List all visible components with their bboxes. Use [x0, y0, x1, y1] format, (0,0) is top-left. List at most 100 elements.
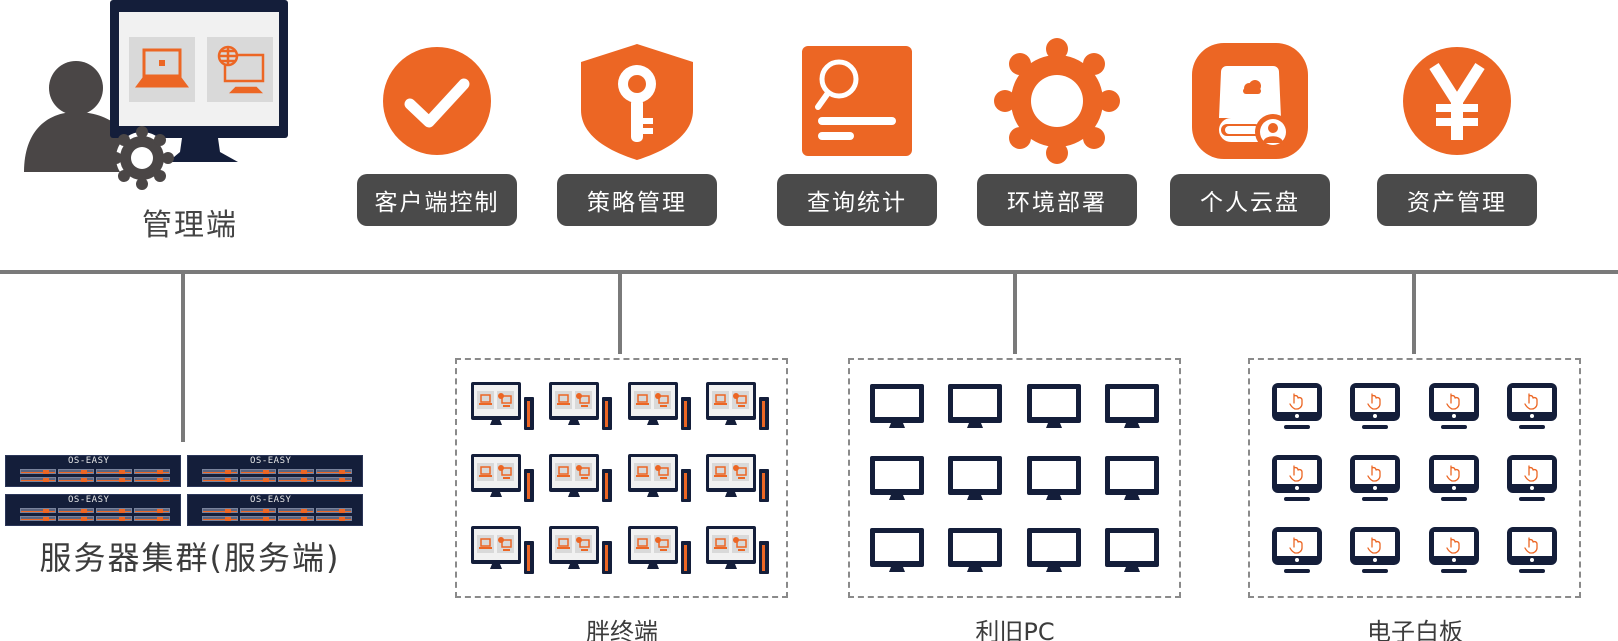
network-bus-line	[0, 270, 1618, 274]
drive-bay	[316, 516, 352, 521]
server-rack: OS-EASY	[5, 494, 181, 526]
connector-servers	[181, 274, 185, 442]
feature-label: 个人云盘	[1170, 174, 1330, 226]
admin-label: 管理端	[142, 208, 238, 243]
monitor-icon	[858, 370, 936, 442]
connector-fat-client	[618, 274, 622, 354]
group-fat-client	[455, 358, 788, 598]
server-brand: OS-EASY	[250, 495, 292, 505]
drive-bay	[58, 516, 94, 521]
feature-label: 查询统计	[777, 174, 937, 226]
group-label-legacy-pc: 利旧PC	[975, 618, 1055, 641]
fat-client-icon	[622, 514, 700, 586]
drive-bay	[202, 516, 238, 521]
touch-screen-icon	[1336, 514, 1414, 586]
server-cluster-label: 服务器集群(服务端)	[39, 539, 341, 577]
drive-bay	[240, 516, 276, 521]
drive-bay	[240, 508, 276, 513]
touch-screen-icon	[1258, 514, 1336, 586]
admin-node	[20, 0, 300, 195]
touch-screen-icon	[1493, 514, 1571, 586]
touch-screen-icon	[1415, 442, 1493, 514]
fat-client-icon	[543, 442, 621, 514]
cloud-drive-icon	[1170, 38, 1330, 163]
drive-bay	[278, 516, 314, 521]
drive-bay	[20, 477, 56, 482]
feature-policy-management[interactable]: 策略管理	[557, 38, 717, 228]
touch-screen-icon	[1415, 514, 1493, 586]
feature-label: 环境部署	[977, 174, 1137, 226]
feature-personal-cloud-drive[interactable]: 个人云盘	[1170, 38, 1330, 228]
monitor-icon	[858, 514, 936, 586]
monitor-icon	[1093, 442, 1171, 514]
server-rack: OS-EASY	[187, 455, 363, 487]
search-report-icon	[777, 38, 937, 163]
drive-bay	[240, 477, 276, 482]
drive-bay	[96, 516, 132, 521]
monitor-icon	[936, 442, 1014, 514]
drive-bay	[134, 477, 170, 482]
drive-bay	[202, 477, 238, 482]
fat-client-icon	[700, 514, 778, 586]
touch-screen-icon	[1336, 370, 1414, 442]
touch-screen-icon	[1415, 370, 1493, 442]
gear-icon	[110, 126, 174, 190]
fat-client-icon	[622, 442, 700, 514]
fat-client-icon	[465, 442, 543, 514]
drive-bay	[20, 508, 56, 513]
group-label-fat-client: 胖终端	[586, 618, 658, 641]
drive-bay	[202, 469, 238, 474]
feature-environment-deployment[interactable]: 环境部署	[977, 37, 1137, 228]
touch-screen-icon	[1258, 442, 1336, 514]
drive-bay	[58, 469, 94, 474]
drive-bay	[96, 469, 132, 474]
touch-screen-icon	[1258, 370, 1336, 442]
drive-bay	[96, 477, 132, 482]
monitor-icon	[1015, 514, 1093, 586]
feature-asset-management[interactable]: 资产管理	[1377, 38, 1537, 228]
feature-query-statistics[interactable]: 查询统计	[777, 38, 937, 228]
yen-icon	[1377, 38, 1537, 163]
connector-legacy-pc	[1013, 274, 1017, 354]
drive-bay	[278, 469, 314, 474]
group-legacy-pc	[848, 358, 1181, 598]
feature-label: 资产管理	[1377, 174, 1537, 226]
admin-illustration	[24, 0, 288, 190]
drive-bay	[316, 477, 352, 482]
fat-client-icon	[465, 514, 543, 586]
globe-monitor-icon	[217, 45, 265, 94]
drive-bay	[20, 516, 56, 521]
touch-screen-icon	[1493, 370, 1571, 442]
fat-client-icon	[465, 370, 543, 442]
feature-client-control[interactable]: 客户端控制	[357, 38, 517, 228]
drive-bay	[278, 508, 314, 513]
monitor-icon	[936, 514, 1014, 586]
shield-key-icon	[557, 38, 717, 163]
fat-client-icon	[700, 442, 778, 514]
drive-bay	[134, 516, 170, 521]
monitor-icon	[1093, 514, 1171, 586]
server-brand: OS-EASY	[250, 456, 292, 466]
drive-bay	[202, 508, 238, 513]
drive-bay	[58, 508, 94, 513]
feature-label: 客户端控制	[357, 174, 517, 226]
group-whiteboard	[1248, 358, 1581, 598]
touch-screen-icon	[1336, 442, 1414, 514]
monitor-icon	[1093, 370, 1171, 442]
monitor-icon	[110, 0, 288, 162]
fat-client-icon	[543, 370, 621, 442]
drive-bay	[134, 508, 170, 513]
drive-bay	[316, 469, 352, 474]
fat-client-icon	[622, 370, 700, 442]
drive-bay	[240, 469, 276, 474]
drive-bay	[96, 508, 132, 513]
drive-bay	[20, 469, 56, 474]
fat-client-icon	[700, 370, 778, 442]
drive-bay	[134, 469, 170, 474]
check-circle-icon	[357, 38, 517, 163]
user-icon	[24, 61, 132, 172]
server-brand: OS-EASY	[68, 456, 110, 466]
feature-label: 策略管理	[557, 174, 717, 226]
group-label-whiteboard: 电子白板	[1367, 618, 1463, 641]
monitor-icon	[1015, 442, 1093, 514]
